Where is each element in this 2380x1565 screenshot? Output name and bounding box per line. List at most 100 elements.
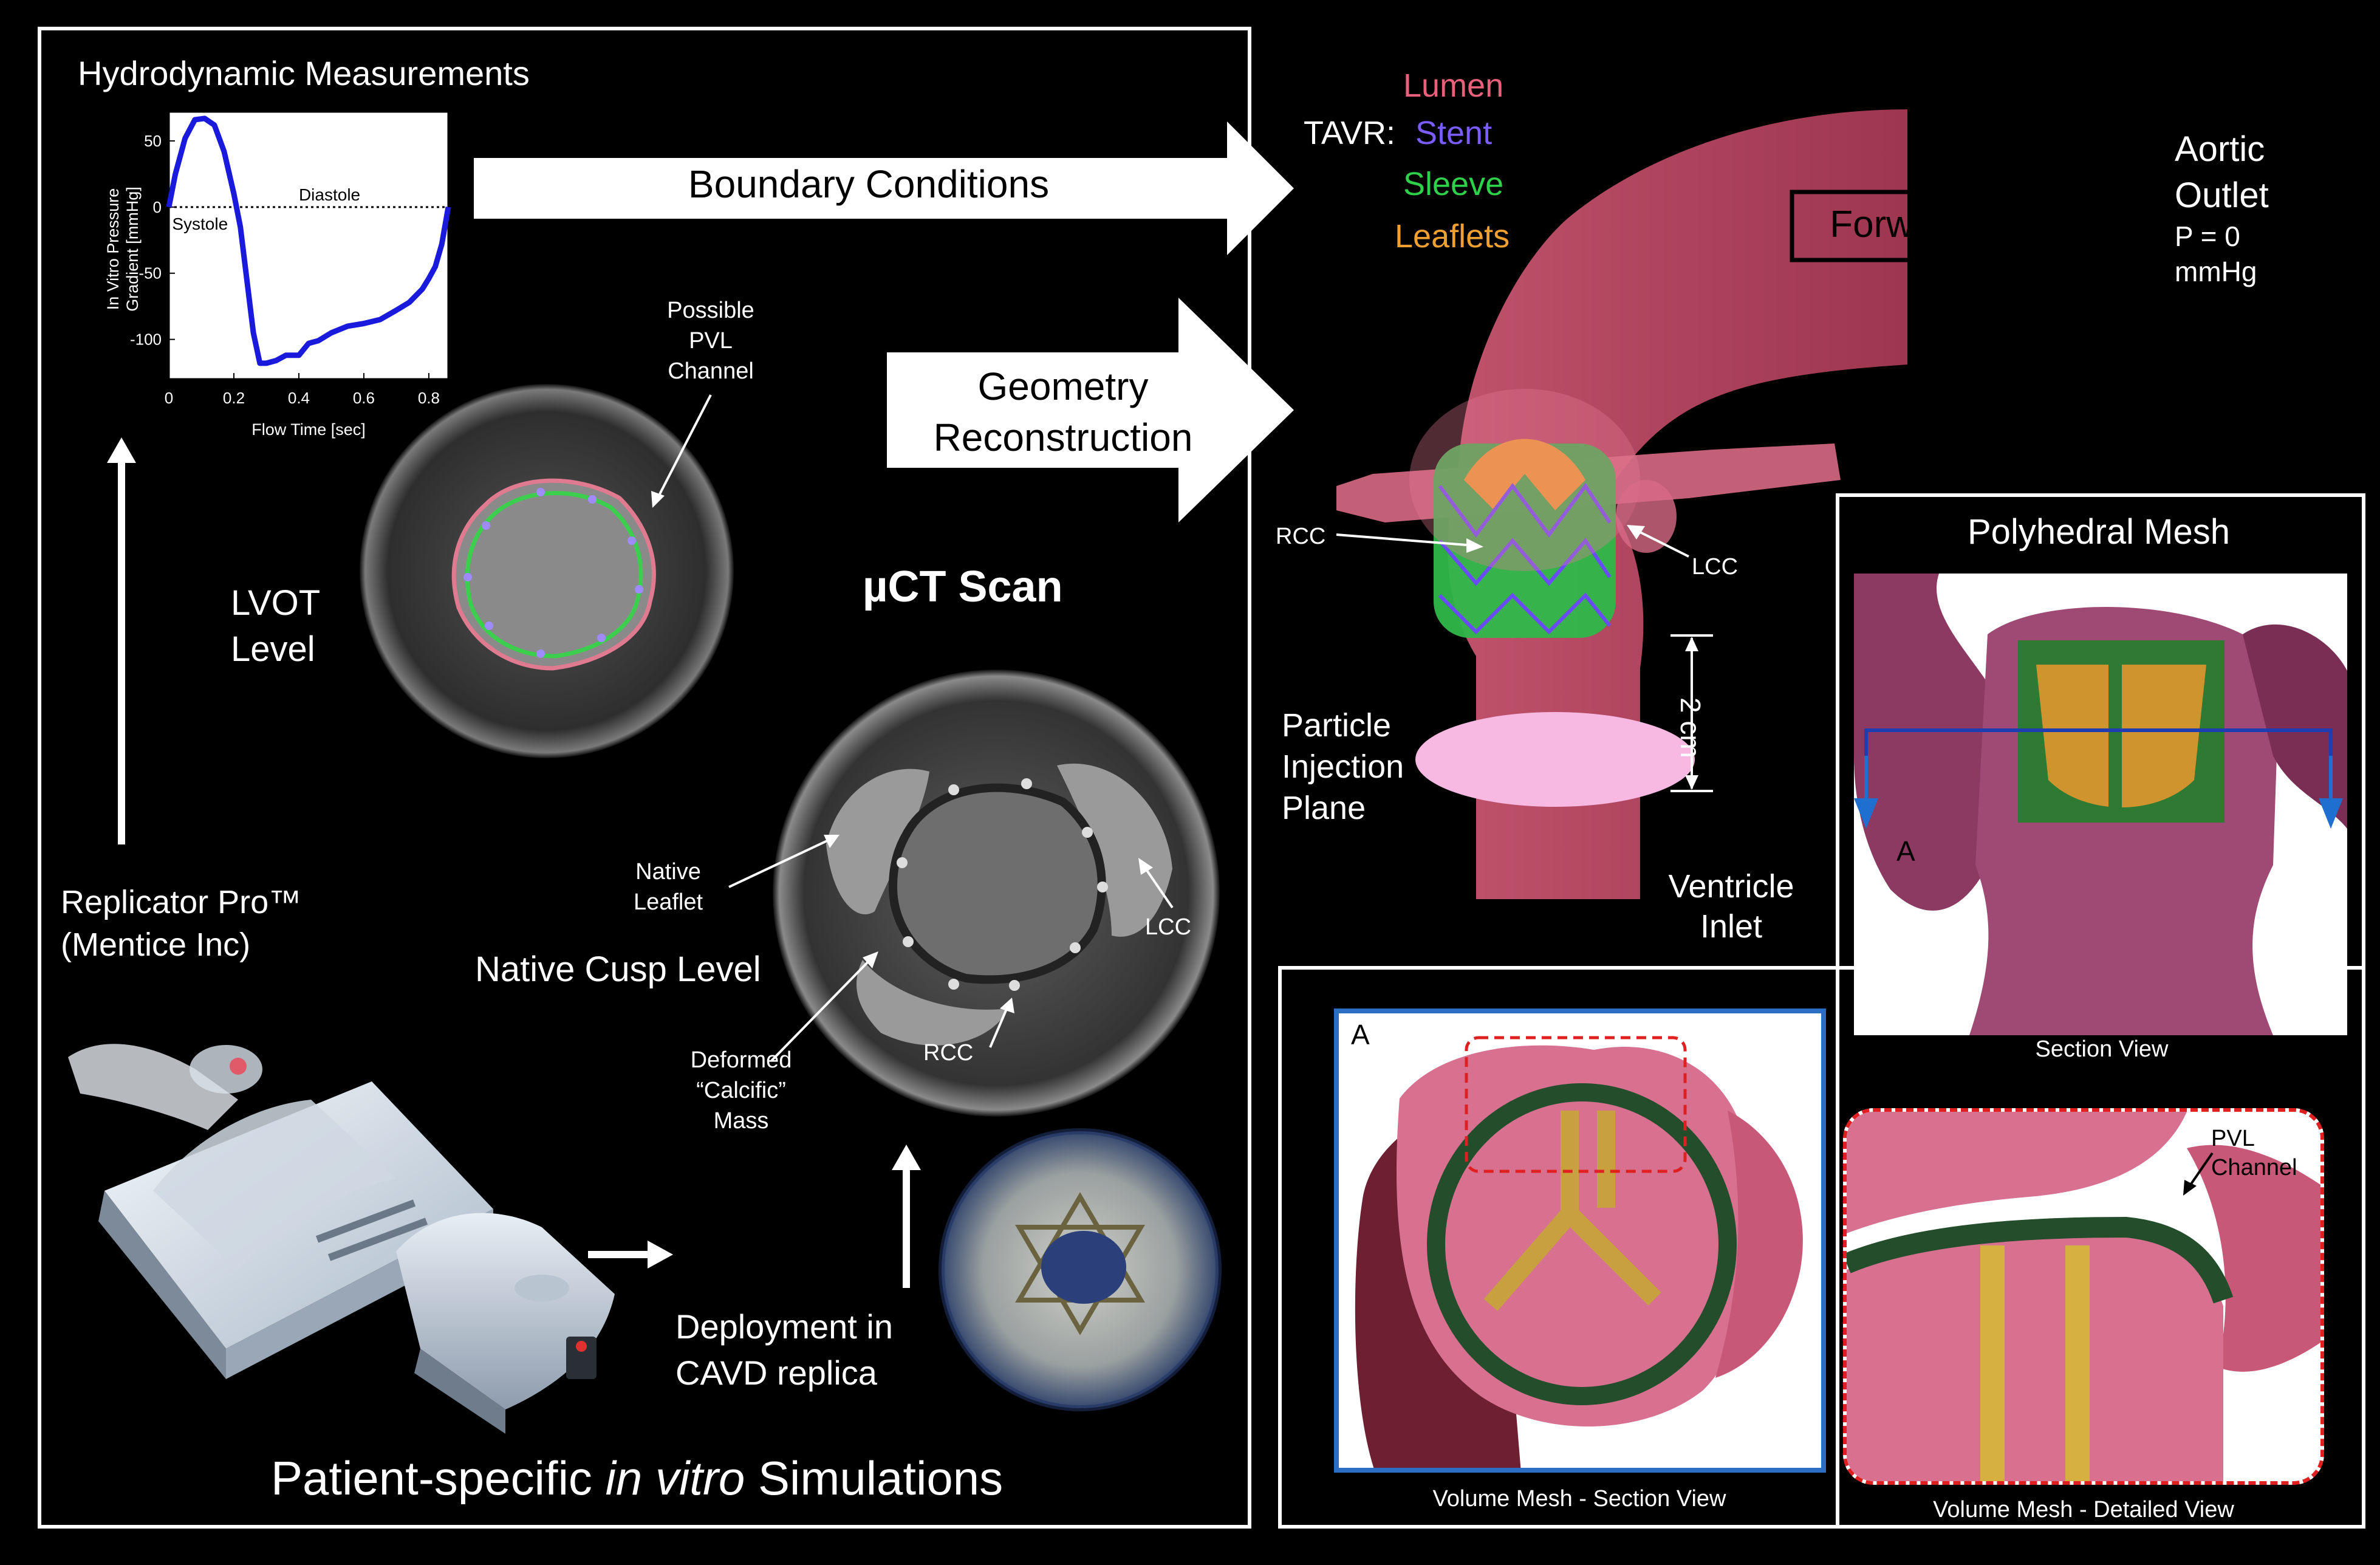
volume-section-caption: Volume Mesh - Section View (1432, 1486, 1726, 1512)
device-line1: Replicator Pro™ (61, 884, 302, 920)
section-view-image: A (1854, 574, 2347, 1035)
deformed-mass-label: Deformed “Calcific” Mass (680, 1045, 802, 1136)
section-view-caption: Section View (2035, 1036, 2169, 1062)
aortic-line3: P = 0 (2175, 221, 2240, 252)
chart-xtick-label: 0.4 (288, 389, 310, 407)
scale-label: 2 cm (1675, 697, 1706, 758)
cavd-replica-photo (939, 1128, 1222, 1411)
deformed-line3: Mass (713, 1108, 769, 1134)
native-leaflet-line2: Leaflet (633, 889, 703, 915)
tavr-label: TAVR: (1304, 115, 1396, 151)
forward-flow-label: Forward Flow (1830, 204, 2058, 245)
uct-lcc-label: LCC (1145, 914, 1192, 940)
uct-rcc-pointer (989, 998, 1014, 1048)
bottom-title-pre: Patient-specific (271, 1451, 606, 1505)
volume-mesh-detailed-image: PVL Channel (1843, 1108, 2324, 1485)
model-rcc-label: RCC (1276, 524, 1326, 549)
particle-line2: Injection (1282, 748, 1404, 785)
aortic-line1: Aortic (2175, 129, 2265, 169)
deploy-label: Deployment in CAVD replica (675, 1304, 893, 1396)
deploy-line1: Deployment in (675, 1307, 893, 1346)
sleeve-label: Sleeve (1403, 166, 1504, 202)
geometry-line2: Reconstruction (933, 416, 1193, 459)
deformed-mass-pointer (770, 951, 878, 1062)
up-arrow-uct (892, 1145, 921, 1288)
right-arrow-device (588, 1241, 673, 1269)
lvot-ct-scan (360, 384, 734, 758)
deformed-line1: Deformed (690, 1047, 792, 1073)
ventricle-line1: Ventricle (1668, 868, 1794, 905)
lvot-line1: LVOT (231, 583, 321, 623)
chart-ytick-label: 50 (144, 132, 162, 150)
stent-label: Stent (1415, 115, 1493, 151)
chart-ytick-label: 0 (153, 198, 162, 216)
particle-line1: Particle (1282, 707, 1392, 744)
chart-ylabel: In Vitro Pressure Gradient [mmHg] (103, 176, 142, 322)
chart-title: Hydrodynamic Measurements (78, 54, 530, 92)
native-cusp-ct-scan (773, 669, 1220, 1117)
deformed-line2: “Calcific” (696, 1078, 786, 1103)
volume-detail-caption: Volume Mesh - Detailed View (1933, 1497, 2234, 1522)
geometry-reconstruction-label: Geometry Reconstruction (893, 361, 1233, 463)
chart-ytick-label: -50 (138, 264, 162, 283)
forward-flow-arrow (1790, 156, 2129, 296)
device-label: Replicator Pro™ (Mentice Inc) (61, 881, 301, 966)
chart-plot-area (169, 112, 448, 379)
aortic-pressure-label: P = 0 mmHg (2175, 219, 2257, 289)
pvl-pointer (651, 394, 712, 508)
pressure-chart: 50 0 -50 -100 0 0.2 0.4 0.6 0.8 Systole Diastole I… (67, 103, 462, 443)
chart-ytick-label: -100 (130, 330, 162, 349)
bottom-title-post: Simulations (745, 1451, 1004, 1505)
model-lcc-pointer (1627, 525, 1689, 558)
geometry-line1: Geometry (977, 365, 1149, 408)
up-arrow-left (107, 437, 136, 844)
chart-xtick-label: 0 (165, 389, 173, 407)
chart-xtick-label: 0.6 (353, 389, 375, 407)
pvl-channel-line2: Channel (2211, 1155, 2297, 1180)
pvl-channel-line1: PVL (2211, 1126, 2255, 1151)
boundary-conditions-arrow (474, 122, 1294, 255)
chart-annotation-diastole: Diastole (299, 185, 360, 204)
ventricle-inlet-label: Ventricle Inlet (1652, 866, 1810, 947)
aortic-line4: mmHg (2175, 256, 2257, 287)
volume-a-label: A (1351, 1019, 1370, 1050)
aorta-geometry-model (1336, 109, 1907, 899)
aortic-outlet-label: Aortic Outlet (2175, 126, 2269, 219)
replicator-device-image (68, 1044, 615, 1434)
pvl-line2: PVL (689, 328, 733, 354)
uct-rcc-label: RCC (923, 1040, 974, 1066)
particle-injection-label: Particle Injection Plane (1282, 705, 1404, 829)
geometry-reconstruction-arrow (887, 298, 1294, 522)
mesh-panel-outline-bottom (1278, 966, 2365, 1529)
pvl-channel-label: PVL Channel (2211, 1124, 2297, 1182)
ventricle-line2: Inlet (1700, 908, 1763, 945)
boundary-conditions-label: Boundary Conditions (688, 162, 1050, 206)
pvl-label: Possible PVL Channel (650, 295, 771, 386)
chart-annotation-systole: Systole (172, 214, 228, 233)
chart-pressure-line (166, 115, 451, 366)
chart-frame (168, 111, 450, 380)
chart-ylabel-line1: In Vitro Pressure (104, 188, 122, 310)
uct-lcc-pointer (1138, 858, 1174, 909)
section-a-label: A (1896, 835, 1915, 867)
left-bottom-title: Patient-specific in vitro Simulations (271, 1451, 1003, 1506)
scale-bar (1670, 634, 1713, 792)
chart-xtick-label: 0.8 (418, 389, 440, 407)
device-line2: (Mentice Inc) (61, 926, 251, 963)
native-cusp-level-label: Native Cusp Level (475, 950, 761, 989)
chart-svg: 50 0 -50 -100 0 0.2 0.4 0.6 0.8 Systole Diastole (130, 111, 451, 407)
aortic-line2: Outlet (2175, 176, 2269, 215)
pvl-line1: Possible (667, 298, 754, 323)
model-rcc-pointer (1336, 533, 1483, 553)
particle-line3: Plane (1282, 790, 1366, 826)
bottom-title-italic: in vitro (605, 1451, 745, 1505)
chart-xlabel: Flow Time [sec] (251, 420, 366, 439)
volume-mesh-section-image: A (1334, 1009, 1826, 1473)
native-leaflet-line1: Native (635, 859, 701, 885)
native-leaflet-label: Native Leaflet (607, 857, 729, 917)
model-lcc-label: LCC (1692, 554, 1739, 580)
chart-xtick-label: 0.2 (223, 389, 245, 407)
lvot-label: LVOT Level (231, 580, 320, 673)
native-leaflet-pointer (728, 835, 839, 888)
pvl-channel-pointer (2183, 1152, 2214, 1196)
